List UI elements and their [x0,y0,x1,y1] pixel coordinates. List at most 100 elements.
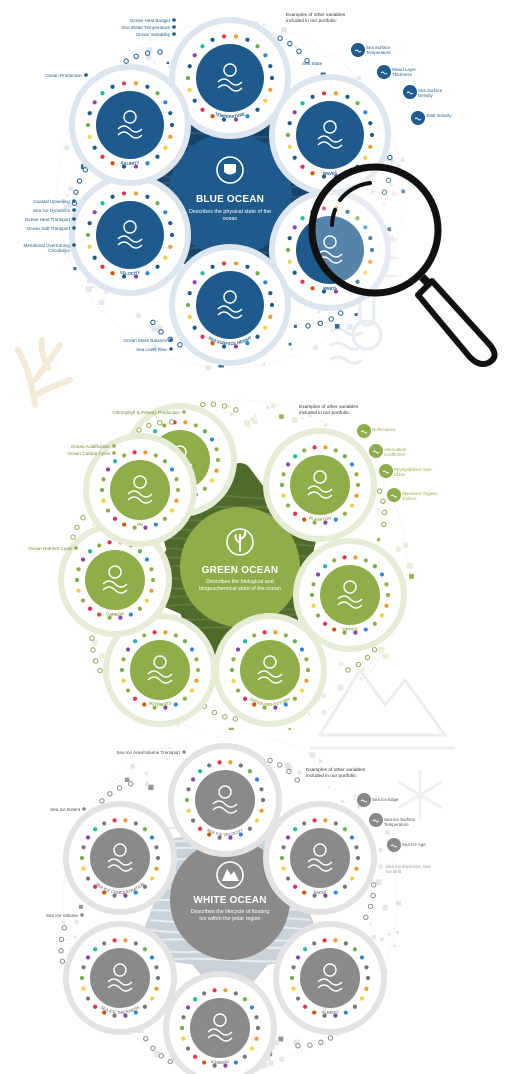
green-node-indicator-dot [142,702,147,707]
green-node-indicator-dot [202,486,207,491]
green-node-indicator-dot [299,688,305,693]
white-node-indicator-dot [112,1013,117,1018]
white-example-bubble [369,813,383,827]
blue-node-indicator-dot [355,279,360,284]
white-node-indicator-dot [322,938,327,943]
blue-grid-block [370,189,375,195]
green-node-indicator-dot [143,525,148,530]
white-node-indicator-dot [354,845,359,850]
white-grid-block [382,904,388,911]
blue-example-bubble [377,65,391,79]
white-node-indicator-dot [285,835,291,840]
white-node-indicator-dot [342,884,347,889]
white-grid-block [309,752,316,758]
white-node-disc [290,828,350,888]
green-node-indicator-dot [283,702,288,707]
white-node-indicator-dot [185,1005,191,1010]
blue-node-indicator-dot [192,53,197,58]
blue-node-indicator-dot [310,94,315,99]
green-node-indicator-dot [323,445,328,450]
white-node-indicator-dot [79,855,85,861]
white-node-indicator-dot [154,845,159,850]
green-node-indicator-dot [152,630,157,635]
blue-node-indicator-dot [292,155,297,160]
white-chain-link [167,1058,173,1065]
green-chain-link [168,419,175,425]
green-node-symbol-icon [343,580,357,594]
blue-grid-block [63,252,67,255]
green-node-indicator-dot [195,667,201,673]
blue-node-indicator-dot [169,122,175,128]
blue-node-label: VELOCITY [119,270,140,276]
blue-node-badge: Sea State [302,61,323,66]
white-node-indicator-dot [355,855,361,861]
green-node-indicator-dot [214,447,219,452]
white-node-indicator-dot [207,763,212,768]
blue-label-marker [72,208,76,212]
blue-node-indicator-dot [185,75,191,81]
white-node-disc [195,770,255,830]
green-grid-block [376,508,381,512]
white-node-indicator-dot [303,947,308,952]
blue-node-indicator-dot [245,37,250,42]
white-node-indicator-dot [285,876,291,881]
mountain-icon [310,667,455,750]
green-node-indicator-dot [304,678,309,683]
green-node-indicator-dot [125,688,131,693]
blue-node-indicator-dot [163,255,168,260]
white-example-bubble [387,838,401,852]
blue-label-2: Sea Water Temperature [121,25,170,30]
white-node-indicator-dot [247,769,252,774]
green-node-indicator-dot [231,657,236,662]
green-node-indicator-dot [99,487,105,493]
blue-node-indicator-dot [187,64,192,69]
blue-node-indicator-dot [363,225,368,230]
green-node-indicator-dot [182,696,187,701]
green-grid-block [337,684,344,691]
blue-grid-block [395,164,401,169]
green-chain-link [232,716,239,722]
blue-label-9: Meridional Overturning Circulation [23,243,70,254]
white-grid-block [268,1060,274,1066]
blue-node-indicator-dot [168,244,173,249]
blue-node-indicator-dot [210,341,215,346]
blue-grid-block [357,76,361,80]
blue-node-indicator-dot [245,341,250,346]
blue-node-symbol-icon [323,235,337,249]
white-node-indicator-dot [364,965,369,970]
green-node-indicator-dot [163,705,168,710]
green-node-indicator-dot [173,702,178,707]
blue-label-1: Ocean Heat Budget [129,18,170,23]
white-grid-block [378,864,383,869]
blue-node-indicator-dot [187,291,192,296]
green-node-symbol-icon [263,655,277,669]
blue-node-label: WAVES [323,170,338,176]
blue-node-disc [196,44,264,112]
blue-grid-block [334,323,340,329]
white-grid-block [395,930,400,934]
white-node-indicator-dot [333,1013,338,1018]
blue-node-indicator-dot [268,291,273,296]
green-node-indicator-dot [152,705,157,710]
green-node-wave-icon [127,490,153,504]
blue-node-indicator-dot [100,91,105,96]
green-node-indicator-dot [304,657,309,662]
green-node-indicator-dot [243,639,248,644]
blue-chain-link [387,154,393,161]
green-node-indicator-dot [315,613,321,618]
white-node-indicator-dot [333,890,338,895]
white-node-indicator-dot [186,808,191,813]
blue-grid-block [401,189,405,194]
blue-node-indicator-dot [192,325,197,330]
green-node-indicator-dot [189,647,195,652]
white-grid-block [375,879,382,886]
white-center-logo-ring [216,861,244,889]
white-node-indicator-dot [93,827,98,832]
blue-node-label: TEMPERATURE [214,111,246,119]
green-node-indicator-dot [143,450,148,455]
blue-node-indicator-dot [200,334,205,339]
green-node-indicator-dot [293,454,298,459]
blue-node-indicator-dot [92,100,97,105]
white-node-indicator-dot [343,1010,348,1015]
blue-node-indicator-dot [145,194,150,199]
